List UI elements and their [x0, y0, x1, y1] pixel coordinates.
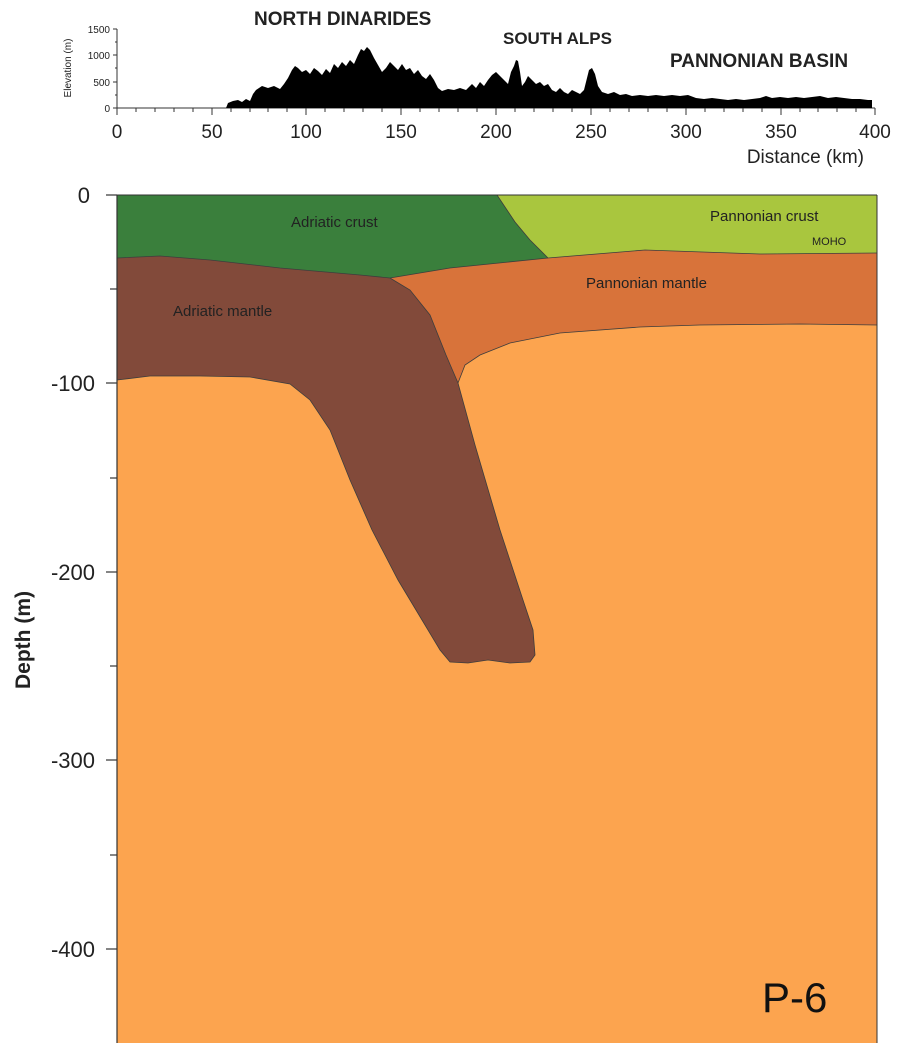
pannonian-crust-region: [497, 195, 877, 258]
adriatic-mantle-label: Adriatic mantle: [173, 303, 272, 320]
depth-ytick-0: 0: [78, 183, 90, 208]
distance-xtick-50: 50: [201, 122, 222, 143]
depth-ytick-300: -300: [51, 748, 95, 773]
pannonian-mantle-region: [390, 250, 877, 383]
elevation-ytick-500: 500: [93, 78, 110, 89]
distance-xtick-200: 200: [480, 122, 512, 143]
elevation-y-ticks: [113, 28, 117, 109]
depth-ytick-100: -100: [51, 371, 95, 396]
distance-x-ticks: [116, 108, 876, 115]
distance-xtick-0: 0: [112, 122, 123, 143]
distance-xtick-350: 350: [765, 122, 797, 143]
layer-boundaries: [116, 194, 878, 664]
profile-id-label: P-6: [762, 974, 827, 1021]
depth-ytick-200: -200: [51, 560, 95, 585]
distance-xtick-400: 400: [859, 122, 891, 143]
depth-ytick-400: -400: [51, 937, 95, 962]
distance-xtick-100: 100: [290, 122, 322, 143]
adriatic-crust-region: [117, 195, 548, 278]
distance-xtick-150: 150: [385, 122, 417, 143]
elevation-ytick-1000: 1000: [88, 51, 111, 62]
elevation-ylabel: Elevation (m): [63, 39, 74, 98]
south-alps-label: SOUTH ALPS: [503, 29, 612, 48]
distance-xtick-250: 250: [575, 122, 607, 143]
elevation-ytick-1500: 1500: [88, 25, 111, 36]
north-dinarides-label: NORTH DINARIDES: [254, 9, 431, 30]
pannonian-crust-label: Pannonian crust: [710, 208, 819, 225]
elevation-profile: [226, 47, 872, 108]
distance-xlabel: Distance (km): [747, 147, 864, 168]
pannonian-basin-label: PANNONIAN BASIN: [670, 51, 848, 72]
pannonian-mantle-label: Pannonian mantle: [586, 275, 707, 292]
elevation-ytick-0: 0: [104, 104, 110, 115]
adriatic-crust-label: Adriatic crust: [291, 214, 379, 231]
distance-xtick-300: 300: [670, 122, 702, 143]
depth-y-ticks: [106, 194, 117, 950]
depth-ylabel: Depth (m): [12, 591, 35, 689]
elevation-panel: 1500 1000 500 0 Elevation (m): [63, 25, 891, 168]
moho-label: MOHO: [812, 236, 847, 248]
adriatic-mantle-region: [117, 256, 535, 663]
cross-section-panel: 0 -100 -200 -300 -400 Depth (m) Adriatic…: [12, 183, 878, 1043]
